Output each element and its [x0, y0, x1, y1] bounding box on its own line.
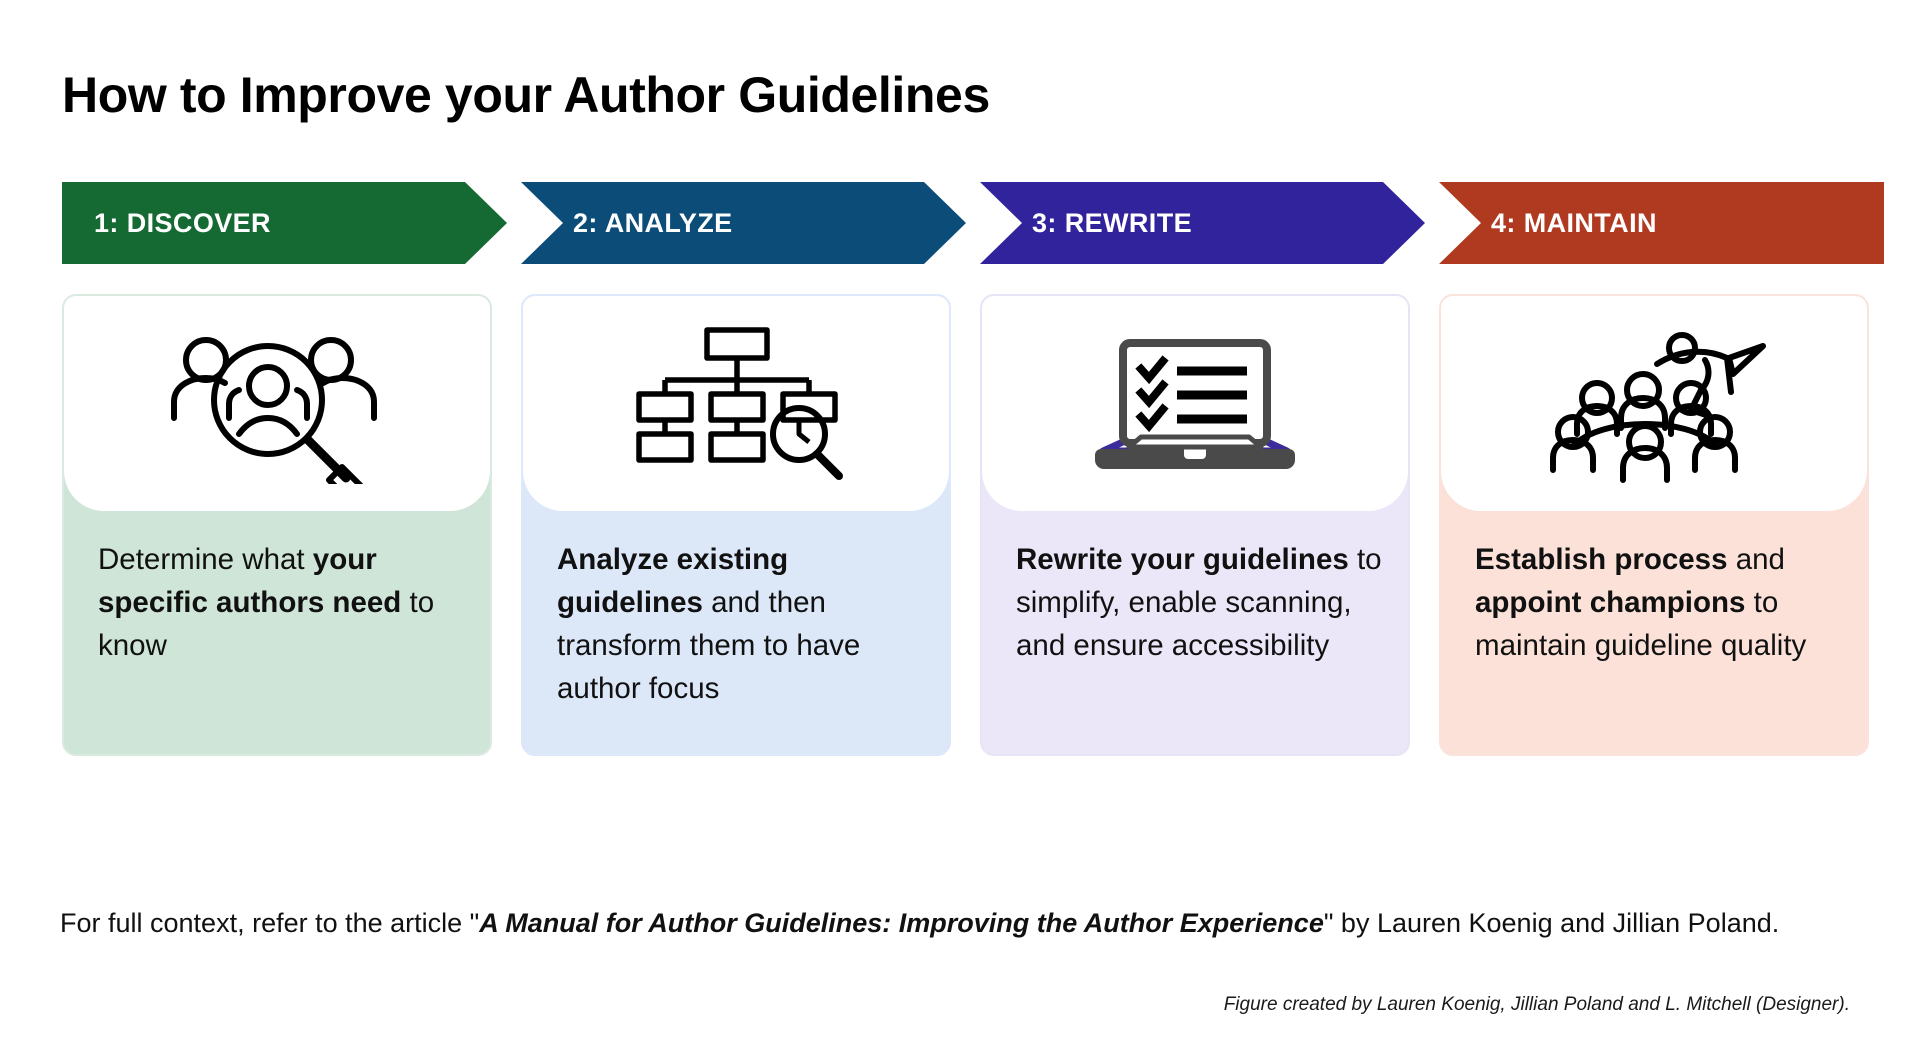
step-column-2: 2: ANALYZE: [521, 182, 966, 756]
chevron-shape-icon: [980, 182, 1425, 264]
step-text-2: Analyze existing guidelines and then tra…: [557, 543, 861, 705]
step-banner-3[interactable]: 3: REWRITE: [980, 182, 1425, 264]
step-banner-2[interactable]: 2: ANALYZE: [521, 182, 966, 264]
step-column-3: 3: REWRITE: [980, 182, 1425, 756]
step-text-1: Determine what your specific authors nee…: [98, 543, 435, 662]
footnote: For full context, refer to the article "…: [60, 908, 1779, 939]
step-text-3: Rewrite your guidelines to simplify, ena…: [1016, 543, 1382, 662]
step-icon-panel-2: [523, 296, 949, 511]
step-banner-label-1: 1: DISCOVER: [94, 207, 271, 238]
step-icon-panel-1: [64, 296, 490, 511]
step-banner-label-3: 3: REWRITE: [1032, 207, 1193, 238]
step-banner-label-2: 2: ANALYZE: [573, 207, 733, 238]
step-card-2: Analyze existing guidelines and then tra…: [521, 294, 951, 756]
step-column-4: 4: MAINTAIN: [1439, 182, 1884, 756]
step-banner-label-4: 4: MAINTAIN: [1491, 207, 1657, 238]
footnote-article-title: A Manual for Author Guidelines: Improvin…: [479, 908, 1324, 938]
flowchart-magnifier-icon: [635, 326, 843, 480]
page-title: How to Improve your Author Guidelines: [62, 67, 990, 123]
step-card-1: Determine what your specific authors nee…: [62, 294, 492, 756]
step-card-4: Establish process and appoint champions …: [1439, 294, 1869, 756]
chevron-shape-icon: [521, 182, 966, 264]
step-card-3: Rewrite your guidelines to simplify, ena…: [980, 294, 1410, 756]
chevron-shape-icon: [1439, 182, 1884, 264]
step-banner-4[interactable]: 4: MAINTAIN: [1439, 182, 1884, 264]
laptop-checklist-icon: [1095, 338, 1295, 469]
chevron-shape-icon: [62, 182, 507, 264]
step-column-1: 1: DISCOVER: [62, 182, 507, 756]
footnote-suffix: " by Lauren Koenig and Jillian Poland.: [1323, 908, 1780, 938]
step-icon-panel-4: [1441, 296, 1867, 511]
footnote-prefix: For full context, refer to the article ": [60, 908, 480, 938]
step-text-4: Establish process and appoint champions …: [1475, 543, 1807, 662]
team-meeting-champion-icon: [1550, 331, 1766, 483]
step-banner-1[interactable]: 1: DISCOVER: [62, 182, 507, 264]
step-icon-panel-3: [982, 296, 1408, 511]
people-magnifier-icon: [171, 336, 377, 484]
figure-credit: Figure created by Lauren Koenig, Jillian…: [1223, 994, 1850, 1015]
